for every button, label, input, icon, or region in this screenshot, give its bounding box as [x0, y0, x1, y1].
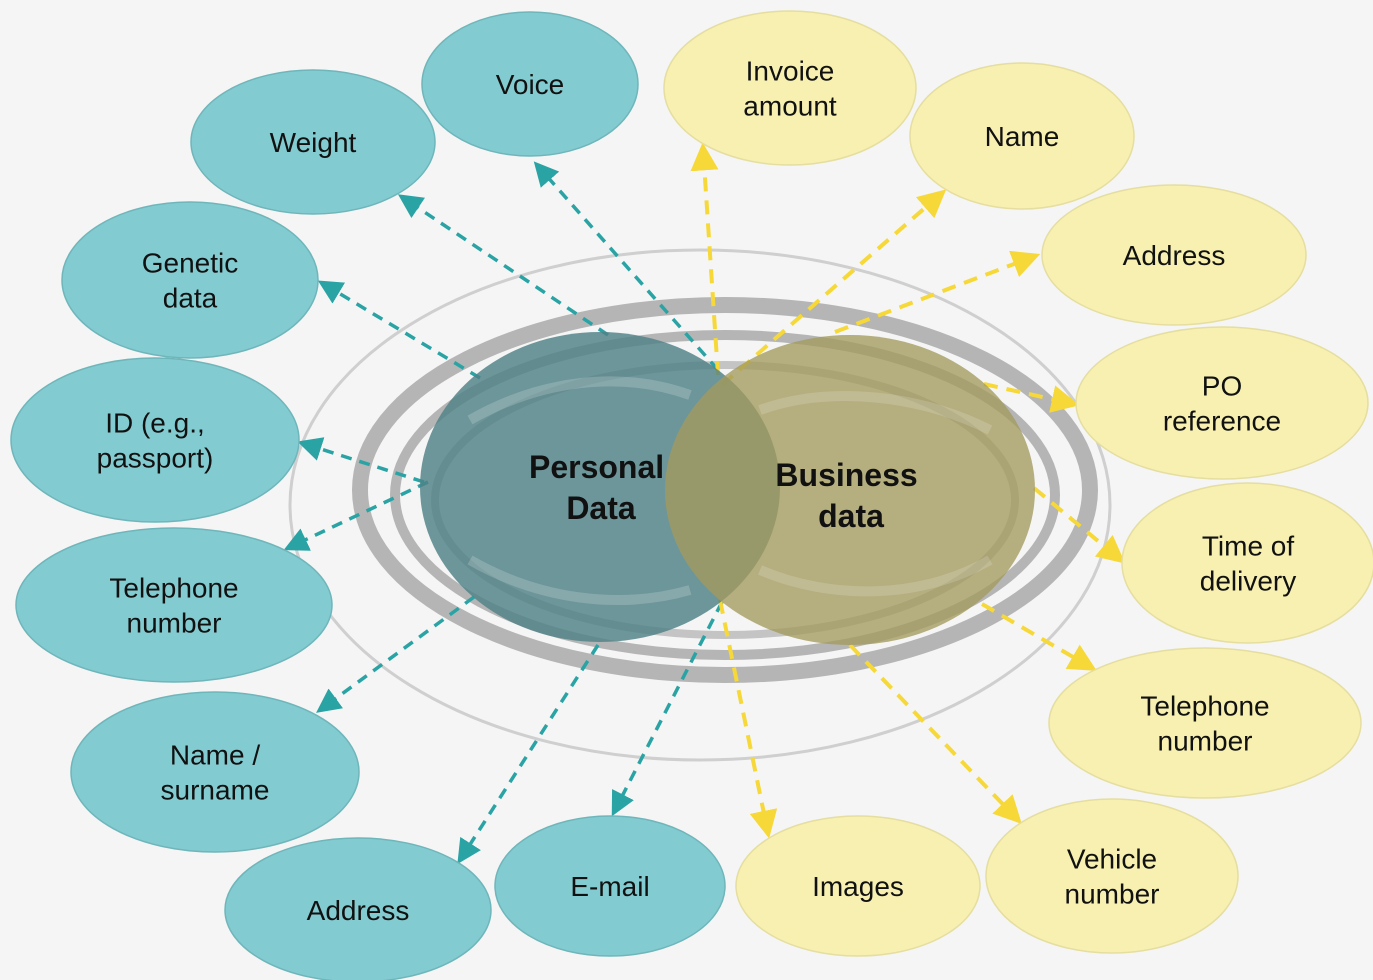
business-bubble-label: Vehicle number [1065, 844, 1160, 910]
personal-bubble-shape [15, 527, 333, 683]
personal-bubble-label-line: Voice [496, 69, 565, 100]
business-bubble-label-line: delivery [1200, 566, 1296, 597]
business-bubble-images: Images [735, 815, 981, 957]
personal-bubble-shape [421, 11, 639, 157]
business-bubble-label-line: Address [1123, 240, 1226, 271]
business-arrow-time-of-delivery [1032, 486, 1126, 564]
business-bubble-shape [1048, 647, 1362, 799]
business-bubble-name: Name [909, 62, 1135, 210]
personal-bubble-label-line: Weight [270, 127, 357, 158]
business-bubble-label-line: Invoice [746, 56, 835, 87]
business-bubble-label-line: number [1158, 726, 1253, 757]
business-bubble-label: Name [985, 121, 1060, 152]
personal-bubble-weight: Weight [190, 69, 436, 215]
center-circles: Personal Data Business data [420, 332, 1035, 645]
business-bubble-label: Invoice amount [743, 56, 837, 122]
personal-data-label: Personal Data [529, 449, 673, 526]
personal-arrow-address [457, 644, 600, 865]
personal-bubble-name-surname: Name / surname [70, 691, 360, 853]
business-bubble-address: Address [1041, 184, 1307, 326]
business-bubble-shape [1041, 184, 1307, 326]
business-bubble-label: Time of delivery [1200, 531, 1296, 597]
personal-bubble-label: E-mail [570, 871, 649, 902]
business-bubble-telephone-number: Telephone number [1048, 647, 1362, 799]
personal-bubble-label: Telephone number [109, 573, 238, 639]
personal-bubble-label: Address [307, 895, 410, 926]
personal-bubble-label: Voice [496, 69, 565, 100]
personal-bubble-genetic-data: Genetic data [61, 201, 319, 359]
personal-arrow-e-mail [611, 601, 724, 817]
business-bubble-label-line: Name [985, 121, 1060, 152]
personal-bubble-shape [190, 69, 436, 215]
personal-bubble-label: Genetic data [142, 248, 239, 314]
personal-bubble-voice: Voice [421, 11, 639, 157]
business-bubble-po-reference: PO reference [1075, 326, 1369, 480]
personal-arrow-telephone-number [283, 480, 429, 551]
personal-bubble-label-line: passport) [97, 443, 214, 474]
personal-bubble-telephone-number: Telephone number [15, 527, 333, 683]
business-bubble-time-of-delivery: Time of delivery [1121, 482, 1373, 644]
personal-bubble-label-line: Genetic [142, 248, 239, 279]
business-bubble-shape [1075, 326, 1369, 480]
business-bubble-shape [1121, 482, 1373, 644]
business-bubble-label: Address [1123, 240, 1226, 271]
business-bubble-label-line: Vehicle [1067, 844, 1157, 875]
personal-arrow-id-passport [297, 437, 425, 484]
personal-bubble-shape [224, 837, 492, 980]
business-bubble-invoice-amount: Invoice amount [663, 10, 917, 166]
personal-bubble-shape [10, 357, 300, 523]
arrow-layer [283, 142, 1126, 865]
business-bubble-label-line: Telephone [1140, 691, 1269, 722]
personal-bubble-label-line: Name / [170, 740, 260, 771]
business-data-label: Business data [775, 457, 926, 534]
business-data-label-line1: Business [775, 457, 917, 493]
personal-bubble-label-line: Telephone [109, 573, 238, 604]
business-bubble-label-line: amount [743, 91, 837, 122]
personal-arrow-genetic-data [317, 280, 481, 380]
business-bubble-shape [735, 815, 981, 957]
personal-bubble-shape [70, 691, 360, 853]
business-bubble-label: Telephone number [1140, 691, 1269, 757]
personal-bubble-label-line: data [163, 283, 218, 314]
business-arrow-images [718, 599, 778, 839]
business-bubble-label-line: Time of [1202, 531, 1295, 562]
personal-bubble-label-line: surname [161, 775, 270, 806]
personal-bubble-shape [61, 201, 319, 359]
personal-bubble-shape [494, 815, 726, 957]
personal-bubble-e-mail: E-mail [494, 815, 726, 957]
business-bubble-label: PO reference [1163, 371, 1281, 437]
personal-arrow-voice [533, 161, 720, 372]
personal-data-label-line1: Personal [529, 449, 664, 485]
business-data-label-line2: data [818, 498, 884, 534]
personal-bubble-id-passport: ID (e.g., passport) [10, 357, 300, 523]
business-bubble-shape [663, 10, 917, 166]
business-bubble-shape [985, 798, 1239, 954]
business-arrow-po-reference [983, 382, 1080, 413]
business-bubble-label-line: Images [812, 871, 904, 902]
personal-arrow-name-surname [316, 595, 476, 713]
business-bubble-label-line: PO [1202, 371, 1242, 402]
business-arrow-address [834, 250, 1041, 334]
business-bubble-shape [909, 62, 1135, 210]
business-bubble-label-line: number [1065, 879, 1160, 910]
personal-bubble-label-line: ID (e.g., [105, 408, 205, 439]
personal-bubble-label-line: number [127, 608, 222, 639]
business-bubble-vehicle-number: Vehicle number [985, 798, 1239, 954]
business-data-circle [665, 335, 1035, 645]
business-bubble-label-line: reference [1163, 406, 1281, 437]
business-arrow-name [720, 189, 947, 387]
personal-bubble-address: Address [224, 837, 492, 980]
business-bubble-label: Images [812, 871, 904, 902]
business-arrow-invoice-amount [690, 142, 720, 376]
business-arrow-vehicle-number [848, 643, 1022, 825]
personal-bubble-label: ID (e.g., passport) [97, 408, 214, 474]
personal-data-label-line2: Data [566, 490, 636, 526]
personal-bubble-label-line: Address [307, 895, 410, 926]
personal-bubble-label: Weight [270, 127, 357, 158]
personal-arrow-weight [397, 194, 609, 337]
personal-bubble-label-line: E-mail [570, 871, 649, 902]
personal-bubble-label: Name / surname [161, 740, 270, 806]
